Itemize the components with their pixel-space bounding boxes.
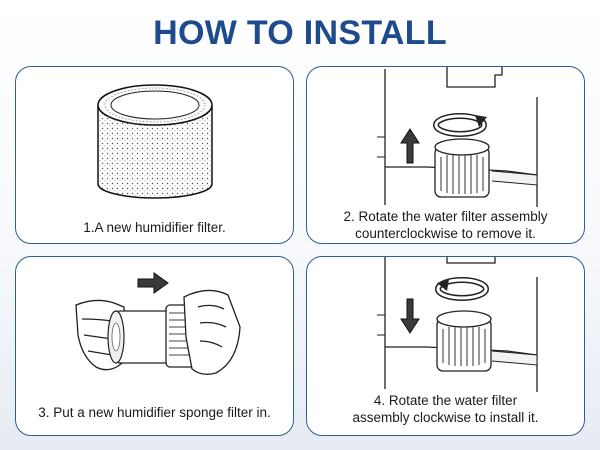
up-arrow-icon (400, 128, 420, 164)
page-title: HOW TO INSTALL (153, 14, 447, 52)
caption-line: 1.A new humidifier filter. (83, 220, 226, 235)
step-2-caption: 2. Rotate the water filter assembly coun… (311, 208, 580, 242)
right-arrow-icon (137, 272, 169, 294)
insert-filter-illustration (75, 272, 241, 375)
install-filter-illustration (377, 257, 538, 392)
caption-line: 3. Put a new humidifier sponge filter in… (38, 405, 271, 420)
step-1-panel: 1.A new humidifier filter. (15, 66, 294, 244)
caption-line: 2. Rotate the water filter assembly (343, 209, 548, 224)
step-3-panel: 3. Put a new humidifier sponge filter in… (15, 256, 294, 436)
caption-line: assembly clockwise to install it. (352, 410, 539, 425)
step-2-panel: 2. Rotate the water filter assembly coun… (306, 66, 585, 244)
step-4-caption: 4. Rotate the water filter assembly cloc… (311, 392, 580, 426)
down-arrow-icon (400, 298, 420, 334)
step-4-panel: 4. Rotate the water filter assembly cloc… (306, 256, 585, 436)
caption-line: counterclockwise to remove it. (355, 226, 536, 241)
rotate-arrow-icon (433, 113, 487, 137)
remove-filter-illustration (377, 67, 538, 207)
caption-line: 4. Rotate the water filter (373, 393, 518, 408)
step-1-caption: 1.A new humidifier filter. (20, 219, 289, 236)
cylinder-filter-icon (97, 84, 213, 199)
rotate-arrow-icon (435, 277, 489, 301)
step-3-caption: 3. Put a new humidifier sponge filter in… (20, 404, 289, 421)
